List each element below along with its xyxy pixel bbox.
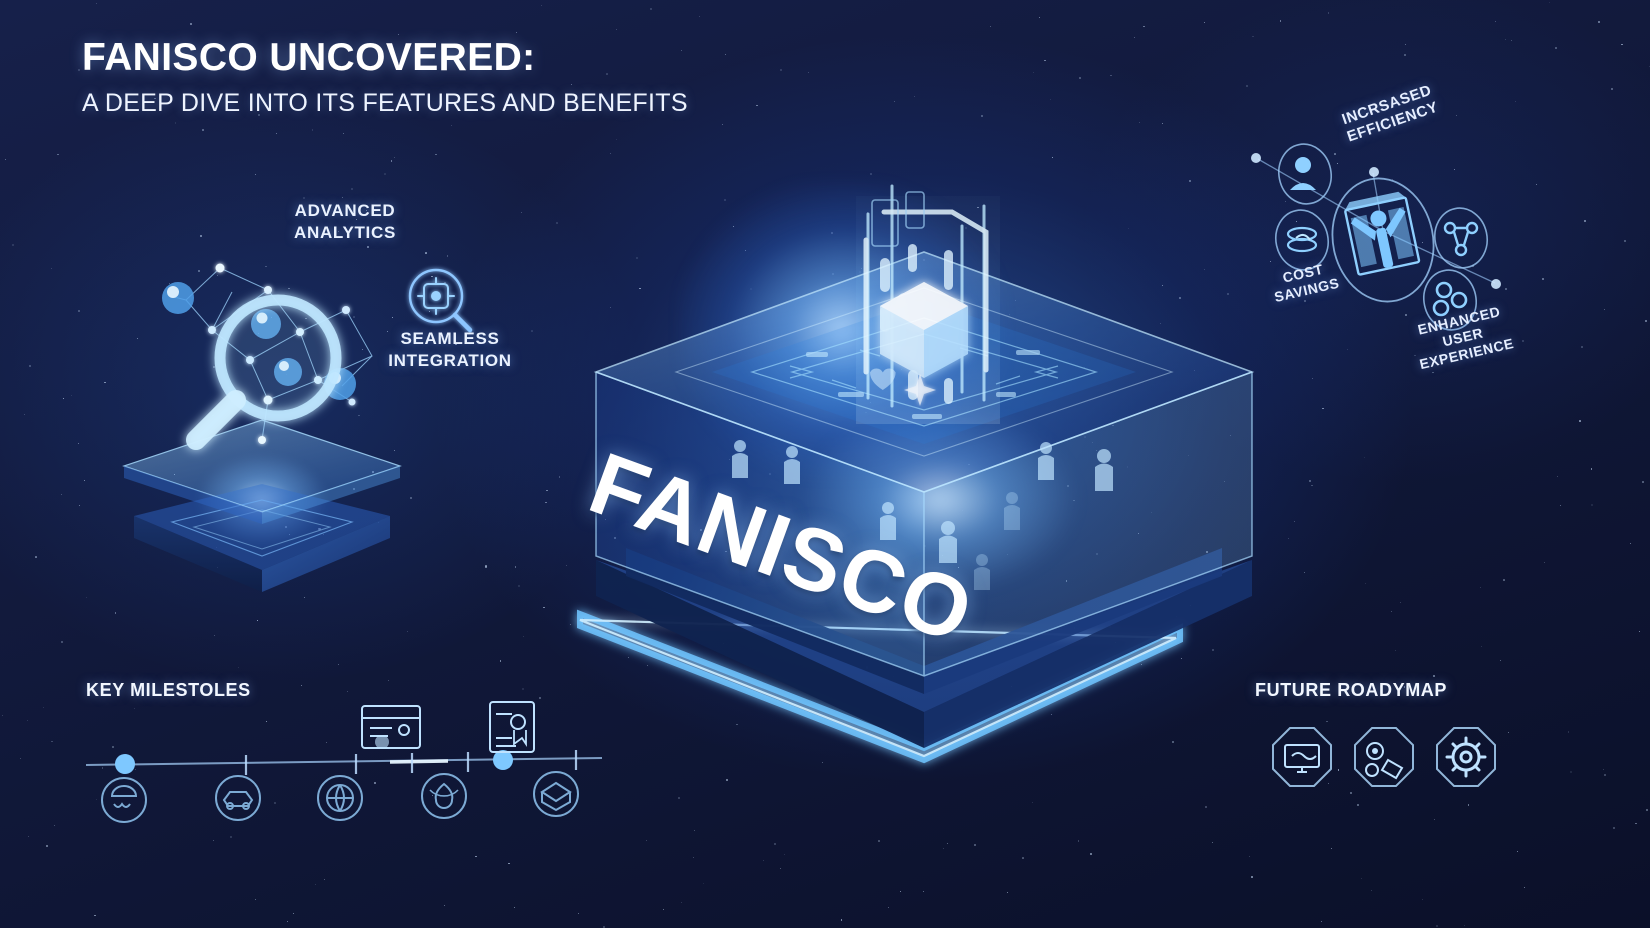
- benefits-cluster: [1251, 143, 1501, 331]
- section-label-key-milestones: KEY MILESTOLES: [86, 680, 251, 700]
- node-spheres: [162, 282, 356, 400]
- feature-label-line1: ADVANCED: [294, 201, 396, 220]
- id-card-icon: [361, 705, 421, 749]
- shield-drop-icon: [421, 773, 467, 819]
- connector-dot: [1251, 153, 1261, 163]
- box-open-icon: [533, 771, 579, 817]
- feature-label-advanced-analytics: ADVANCED ANALYTICS: [270, 200, 420, 244]
- timeline-axis: [85, 757, 603, 766]
- roadmap-badges: [1272, 727, 1496, 787]
- node-dots: [208, 263, 356, 444]
- connector-dot: [1369, 167, 1379, 177]
- vehicle-icon: [215, 775, 261, 821]
- page-title: FANISCO UNCOVERED:: [82, 36, 536, 79]
- feature-label-line1: SEAMLESS: [400, 329, 500, 348]
- cogs-cluster-icon[interactable]: [1354, 727, 1414, 787]
- benefit-label-cost-savings: COST SAVINGS: [1248, 253, 1363, 311]
- page-subtitle: A DEEP DIVE INTO ITS FEATURES AND BENEFI…: [82, 89, 688, 117]
- monitor-network-icon[interactable]: [1272, 727, 1332, 787]
- benefit-label-enhanced-user-experience: ENHANCED USER EXPERIENCE: [1394, 298, 1532, 377]
- magnifier-icon: [186, 294, 342, 450]
- timeline-marker[interactable]: [493, 750, 513, 770]
- timeline-marker[interactable]: [115, 754, 135, 774]
- connector-dot: [1491, 279, 1501, 289]
- gear-icon[interactable]: [1436, 727, 1496, 787]
- seamless-integration-icon: [408, 268, 473, 333]
- node-network-icon: [169, 267, 373, 441]
- benefit-label-increased-efficiency: INCRSASED EFFICIENCY: [1339, 81, 1441, 146]
- network-share-icon: [1434, 207, 1488, 269]
- milestones-timeline: [85, 701, 603, 823]
- analytics-base-glow: [197, 455, 327, 545]
- benefit-connectors: [1257, 158, 1496, 284]
- timeline-ticks: [244, 750, 578, 775]
- globe-icon: [317, 775, 363, 821]
- helmet-icon: [101, 777, 147, 823]
- timeline-progress: [389, 759, 449, 764]
- feature-label-line2: ANALYTICS: [293, 222, 397, 242]
- certificate-icon: [489, 701, 535, 753]
- section-label-future-roadmap: FUTURE ROADYMAP: [1255, 680, 1447, 700]
- header-block: FANISCO UNCOVERED: A DEEP DIVE INTO ITS …: [82, 36, 688, 118]
- feature-label-seamless-integration: SEAMLESS INTEGRATION: [375, 328, 525, 372]
- feature-label-line2: INTEGRATION: [388, 350, 512, 370]
